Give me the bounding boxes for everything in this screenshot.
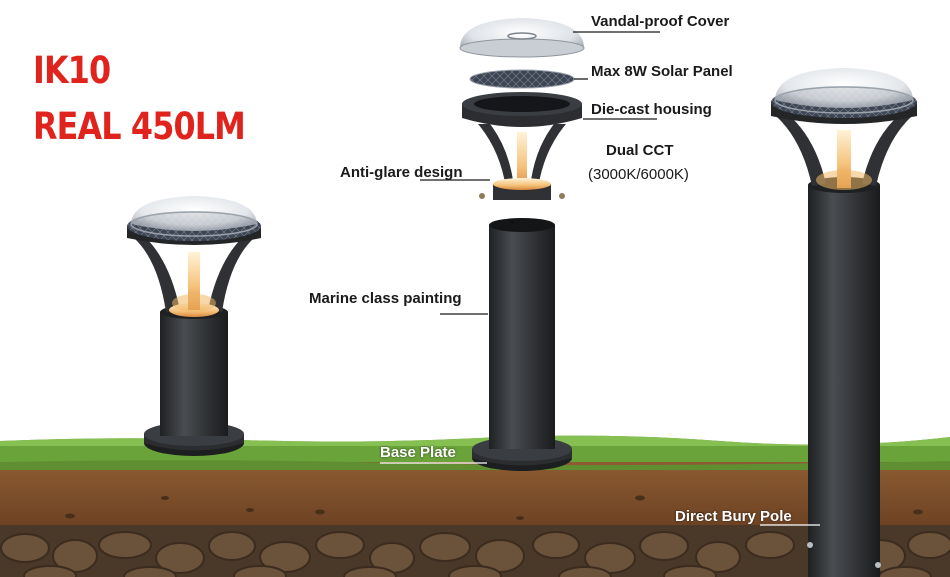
bollard-exploded <box>459 18 585 471</box>
ground <box>0 435 950 577</box>
bollard-direct-bury <box>771 68 917 577</box>
label-vandal-proof-cover: Vandal-proof Cover <box>591 13 730 30</box>
label-anti-glare: Anti-glare design <box>340 164 463 181</box>
label-solar-panel: Max 8W Solar Panel <box>591 63 733 80</box>
label-dual-cct: Dual CCT <box>606 142 674 159</box>
leader-lines <box>380 31 820 526</box>
bollard-base-plate <box>127 196 261 456</box>
soil-layer <box>0 462 950 532</box>
headline-ik10: IK10 <box>33 49 111 92</box>
label-die-cast-housing: Die-cast housing <box>591 101 712 118</box>
label-cct-values: (3000K/6000K) <box>588 166 689 183</box>
label-base-plate: Base Plate <box>380 444 456 461</box>
headline-lumen: REAL 450LM <box>33 105 246 148</box>
label-marine-painting: Marine class painting <box>309 290 462 307</box>
label-direct-bury-pole: Direct Bury Pole <box>675 508 792 525</box>
